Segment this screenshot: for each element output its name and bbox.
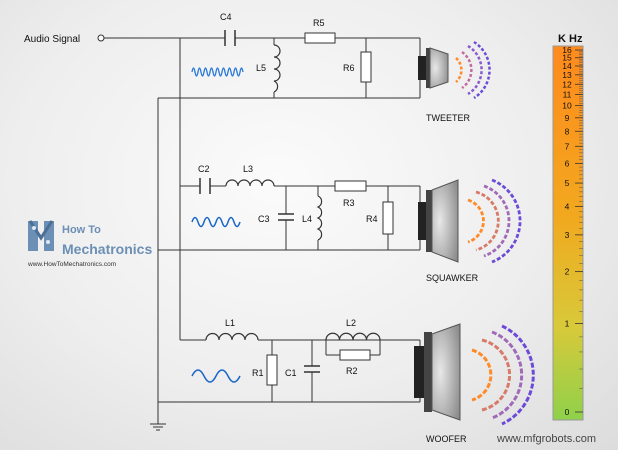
scale-tick-label: 2 <box>565 267 570 277</box>
capacitor-c2 <box>199 178 211 194</box>
scale-tick-label: 8 <box>565 126 570 136</box>
scale-tick-label: 5 <box>565 178 570 188</box>
label-c2: C2 <box>198 164 210 174</box>
label-c3: C3 <box>258 214 270 224</box>
squawker-wave-icon <box>191 216 241 228</box>
logo: How To Mechatronics www.HowToMechatronic… <box>27 220 152 268</box>
logo-line2: Mechatronics <box>62 241 152 257</box>
scale-tick-label: 13 <box>562 70 572 80</box>
tweeter-label: TWEETER <box>426 113 470 123</box>
scale-tick-label: 3 <box>565 230 570 240</box>
wiring <box>97 34 421 431</box>
label-l3: L3 <box>243 164 253 174</box>
woofer-label: WOOFER <box>426 434 467 444</box>
scale-tick-label: 14 <box>562 61 572 71</box>
inductor-l5 <box>273 44 281 93</box>
resistor-r4 <box>382 201 394 235</box>
resistor-r5 <box>304 32 336 44</box>
squawker-sound-arcs-icon <box>467 178 522 264</box>
resistor-r2 <box>339 349 371 361</box>
scale-tick-label: 15 <box>562 53 572 63</box>
logo-url: www.HowToMechatronics.com <box>27 261 116 268</box>
scale-tick-label: 9 <box>565 113 570 123</box>
inductor-l1 <box>205 332 259 341</box>
label-l4: L4 <box>302 214 312 224</box>
scale-tick-label: 16 <box>562 45 572 55</box>
frequency-scale-bar <box>552 45 584 421</box>
tweeter-wave-icon <box>191 67 244 77</box>
inductor-l3 <box>225 179 275 187</box>
resistor-r3 <box>334 180 367 192</box>
scale-tick-label: 10 <box>562 101 572 111</box>
label-r2: R2 <box>346 366 358 376</box>
label-r6: R6 <box>343 63 355 73</box>
label-l1: L1 <box>225 318 235 328</box>
scale-tick-label: 6 <box>565 158 570 168</box>
resistor-r6 <box>360 51 372 83</box>
label-r3: R3 <box>343 198 355 208</box>
scale-tick-label: 12 <box>562 79 572 89</box>
squawker-speaker-icon <box>418 179 459 263</box>
scale-tick-label: 7 <box>565 141 570 151</box>
tweeter-sound-arcs-icon <box>455 40 491 100</box>
capacitor-c1 <box>304 365 320 373</box>
woofer-sound-arcs-icon <box>471 324 535 426</box>
input-label: Audio Signal <box>24 34 80 45</box>
scale-tick-label: 11 <box>563 90 572 100</box>
tweeter-speaker-icon <box>418 47 449 89</box>
component-labels: C4 R5 L5 R6 C2 L3 C3 L4 R3 R4 L1 L2 R1 C… <box>24 12 378 378</box>
capacitor-c3 <box>278 213 294 221</box>
input-terminal[interactable] <box>97 34 105 42</box>
label-c4: C4 <box>220 12 232 22</box>
resistor-r1 <box>266 354 278 386</box>
mechatronics-logo-icon <box>28 220 54 251</box>
watermark: www.mfgrobots.com <box>496 433 596 445</box>
label-r5: R5 <box>313 18 325 28</box>
scale-tick-label: 1 <box>565 318 570 328</box>
scale-title: K Hz <box>558 33 583 45</box>
inductor-l4 <box>316 195 323 241</box>
woofer-speaker-icon <box>414 323 461 421</box>
capacitor-c4 <box>224 30 236 46</box>
label-l2: L2 <box>346 318 356 328</box>
label-c1: C1 <box>285 368 297 378</box>
squawker-label: SQUAWKER <box>426 273 479 283</box>
logo-line1: How To <box>62 224 101 236</box>
scale-tick-label: 4 <box>565 201 570 211</box>
label-r4: R4 <box>366 214 378 224</box>
label-r1: R1 <box>252 368 264 378</box>
inductor-l2 <box>325 332 381 341</box>
scale-tick-label: 0 <box>565 407 570 417</box>
label-l5: L5 <box>256 63 266 73</box>
woofer-wave-icon <box>191 369 241 383</box>
